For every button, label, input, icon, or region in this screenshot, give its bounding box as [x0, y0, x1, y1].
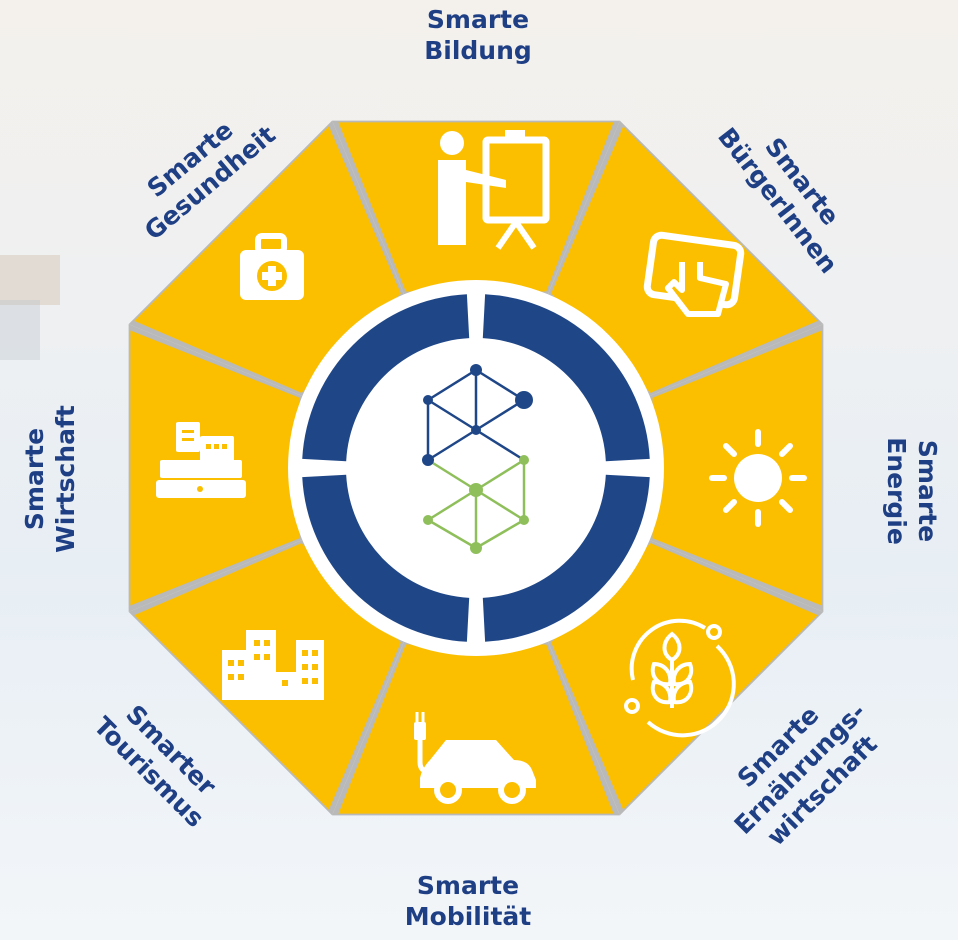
ring-quadrant — [482, 294, 650, 462]
segment-buergerinnen[interactable] — [551, 126, 818, 393]
blue-ring — [302, 294, 650, 642]
center-hub-inner — [356, 348, 596, 588]
segment-ernaehrung[interactable] — [551, 543, 818, 810]
segment-mobilitaet[interactable] — [338, 644, 614, 814]
ring-quadrant — [482, 474, 650, 642]
network-cube-logo — [422, 364, 533, 554]
touch-tablet-icon — [643, 231, 745, 317]
presentation-board-icon — [438, 130, 550, 250]
sun-icon — [709, 429, 807, 527]
first-aid-kit-icon — [240, 233, 304, 300]
ring-quadrant — [302, 294, 470, 462]
wheat-cycle-icon — [624, 618, 736, 738]
electric-car-icon — [414, 712, 536, 804]
ring-quadrant — [302, 474, 470, 642]
city-buildings-icon — [222, 630, 324, 700]
cash-register-icon — [156, 422, 246, 498]
